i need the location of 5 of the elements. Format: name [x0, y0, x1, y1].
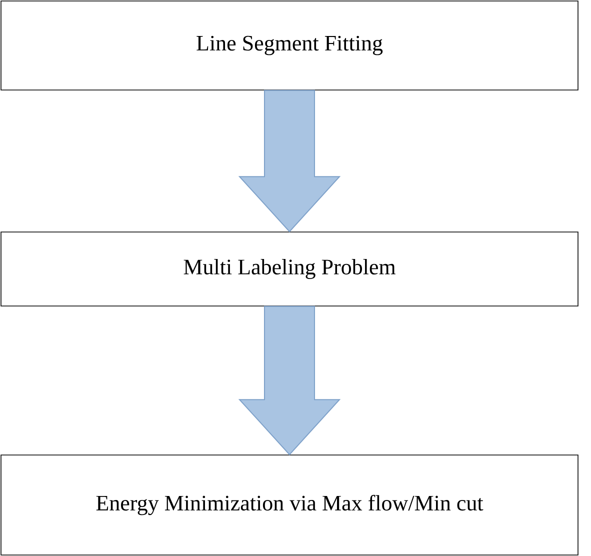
block-arrow [238, 306, 341, 456]
block-arrow [238, 90, 341, 232]
process-box: Energy Minimization via Max flow/Min cut [0, 454, 578, 556]
process-box: Line Segment Fitting [0, 0, 578, 90]
process-box: Multi Labeling Problem [0, 232, 578, 306]
